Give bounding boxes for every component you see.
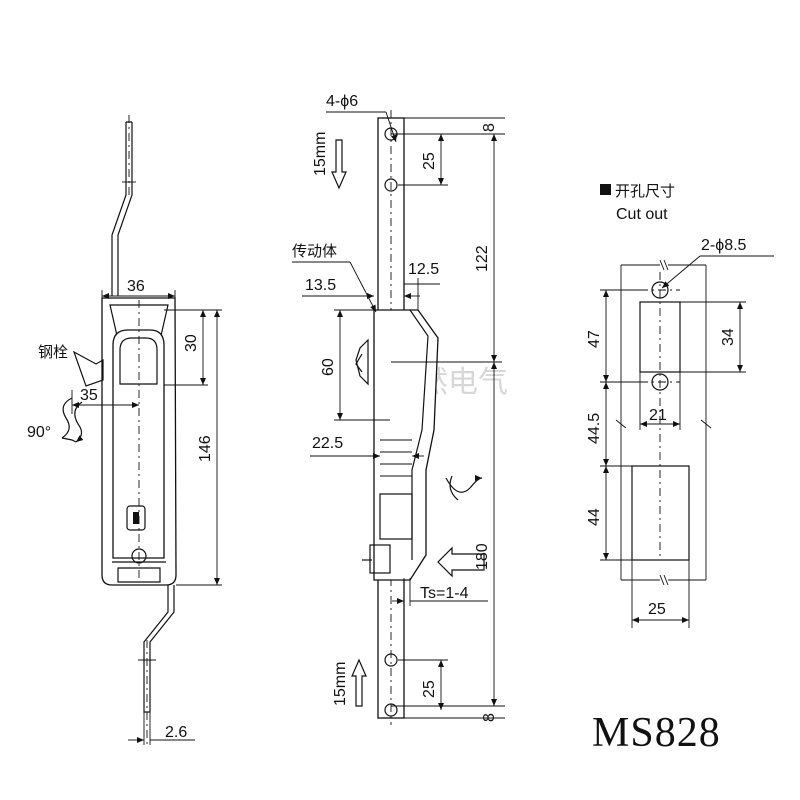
handle-inner (119, 337, 158, 385)
bottom-rod (143, 585, 175, 713)
up-arrow-bottom (351, 658, 367, 707)
driver-label: 传动体 (292, 242, 337, 260)
dim-180-text: 180 (474, 543, 491, 570)
rotation-arrow-tip (61, 437, 77, 443)
dim-25-top-text: 25 (421, 152, 438, 170)
push-arrow (437, 546, 485, 578)
cut-dim-44-text: 44 (586, 508, 603, 526)
pivot (131, 548, 147, 564)
front-view: 36 30 146 钢栓 35 90° 2.6 (27, 115, 222, 745)
handle (112, 329, 165, 559)
cutout-rect-lower (631, 465, 690, 561)
cam-block (379, 493, 413, 540)
dim-60-text: 60 (320, 358, 337, 376)
rotate-arrow-tail (449, 475, 459, 501)
leader-arrow (661, 255, 701, 289)
clamp (369, 544, 391, 574)
top-rod (111, 121, 133, 296)
leader-arrow (349, 261, 377, 313)
dim-122-text: 122 (474, 245, 491, 272)
hole-bottom-2 (384, 703, 398, 717)
cutout-hole-label: 2-ϕ8.5 (701, 237, 747, 254)
cut-dim-34-text: 34 (720, 328, 737, 346)
lock-bottom (112, 561, 166, 583)
leader-arrow (385, 111, 397, 143)
cutout-view: 开孔尺寸 Cut out 2-ϕ8.5 47 34 44.5 (586, 182, 774, 628)
break-marks (659, 259, 669, 586)
cutout-square-icon (600, 184, 611, 195)
dim-36-text: 36 (127, 278, 145, 295)
bolt-shape (72, 350, 104, 387)
break-marks-mid (615, 419, 712, 429)
dim-30-text: 30 (183, 334, 200, 352)
dim-225-text: 22.5 (312, 435, 343, 452)
cut-dim-21-text: 21 (649, 407, 667, 424)
keyhole (126, 505, 146, 531)
stroke-top-label: 15mm (312, 132, 329, 176)
dim-8-top-text: 8 (481, 123, 498, 132)
driver-body (373, 309, 439, 581)
dim-125-text: 12.5 (408, 261, 439, 278)
cut-dim-47-text: 47 (586, 330, 603, 348)
hole-spec-label: 4-ϕ6 (326, 93, 358, 110)
side-view: 4-ϕ6 15mm 8 25 122 180 传动体 12.5 13.5 (292, 93, 505, 725)
dim-135-text: 13.5 (305, 277, 336, 294)
rotation-label: 90° (27, 424, 51, 441)
dim-146-text: 146 (197, 435, 214, 462)
stroke-bottom-label: 15mm (332, 662, 349, 706)
ts-text: Ts=1-4 (420, 585, 469, 602)
cutout-frame-sides (620, 265, 707, 580)
dim-26-text: 2.6 (165, 724, 187, 741)
hole-bottom-1 (384, 653, 398, 667)
down-arrow-top (331, 139, 347, 190)
model-number: MS828 (592, 710, 721, 756)
hole-top-2 (384, 178, 398, 192)
rotation-arrow-2 (74, 401, 84, 443)
dim-35-text: 35 (80, 387, 98, 404)
bolt-label: 钢栓 (38, 343, 68, 361)
keyhole-slot (133, 512, 139, 524)
rotation-arrow-1 (61, 397, 73, 439)
dim-25-bottom-text: 25 (421, 680, 438, 698)
gear-hatch (380, 439, 412, 477)
side-knob (355, 338, 369, 386)
cut-dim-25-text: 25 (648, 601, 666, 618)
cut-dim-445-text: 44.5 (586, 413, 603, 444)
cutout-title-en: Cut out (616, 206, 668, 223)
cutout-title-cn: 开孔尺寸 (615, 182, 675, 200)
rotate-arrow (445, 475, 483, 493)
cutout-frame-ends (621, 264, 706, 581)
dim-8-bottom-text: 8 (481, 713, 498, 722)
side-knob-detail (355, 353, 363, 373)
